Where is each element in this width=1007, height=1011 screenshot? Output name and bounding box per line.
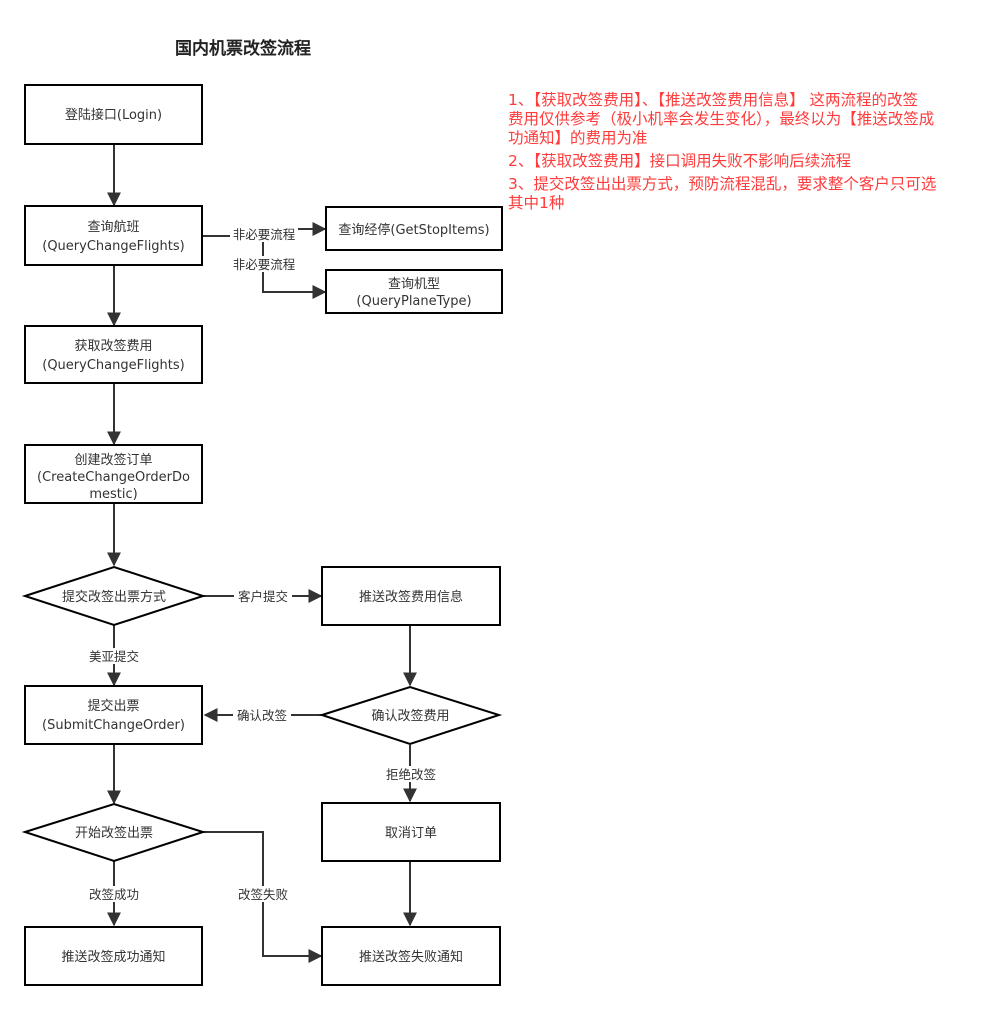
node-create-order: 创建改签订单 (CreateChangeOrderDo mestic) <box>24 444 203 504</box>
edge-label-change-fail: 改签失败 <box>238 887 289 902</box>
node-query-flights-api: (QueryChangeFlights) <box>42 239 185 254</box>
note-line: 2、【获取改签费用】接口调用失败不影响后续流程 <box>508 152 851 170</box>
note-line: 功通知】的费用为准 <box>508 129 648 147</box>
node-confirm-fee: 确认改签费用 <box>318 685 503 746</box>
node-get-change-fee: 获取改签费用 (QueryChangeFlights) <box>24 325 203 384</box>
node-push-success: 推送改签成功通知 <box>24 926 203 986</box>
node-submit-ticket-api: (SubmitChangeOrder) <box>42 718 185 733</box>
node-push-fail-label: 推送改签失败通知 <box>359 949 463 965</box>
node-submit-method: 提交改签出票方式 <box>21 565 207 627</box>
node-get-stop-items-label: 查询经停(GetStopItems) <box>338 222 489 238</box>
page-title: 国内机票改签流程 <box>175 38 311 59</box>
node-get-change-fee-label: 获取改签费用 <box>74 338 152 354</box>
node-start-ticketing: 开始改签出票 <box>21 802 207 863</box>
notes-block: 1、【获取改签费用】、【推送改签费用信息】 这两流程的改签 费用仅供参考（极小机… <box>508 91 936 212</box>
edge-labels: 非必要流程 非必要流程 客户提交 美亚提交 确认改签 拒绝改签 改签成功 改签失… <box>85 226 440 902</box>
node-submit-method-label: 提交改签出票方式 <box>62 589 166 605</box>
node-query-flights: 查询航班 (QueryChangeFlights) <box>24 205 203 266</box>
node-cancel-order: 取消订单 <box>321 802 501 862</box>
edge-label-customer-submit: 客户提交 <box>238 589 288 604</box>
note-line: 3、提交改签出出票方式，预防流程混乱，要求整个客户只可选 <box>508 175 936 193</box>
node-query-plane-type: 查询机型 (QueryPlaneType) <box>325 269 503 314</box>
node-create-order-label: 创建改签订单 <box>74 452 152 468</box>
edge-label-change-success: 改签成功 <box>89 887 139 902</box>
node-create-order-api: (CreateChangeOrderDo <box>37 470 190 485</box>
edge-label-optional-planetype: 非必要流程 <box>233 257 296 272</box>
edge-label-reject-change: 拒绝改签 <box>386 767 437 782</box>
node-login-label: 登陆接口(Login) <box>65 107 162 123</box>
node-start-ticketing-label: 开始改签出票 <box>75 825 153 841</box>
node-submit-ticket-label: 提交出票 <box>87 698 139 714</box>
node-confirm-fee-label: 确认改签费用 <box>371 708 449 724</box>
node-push-fee-info: 推送改签费用信息 <box>321 566 501 626</box>
node-login: 登陆接口(Login) <box>24 84 203 145</box>
node-query-plane-type-label: 查询机型 <box>388 277 440 292</box>
note-line: 费用仅供参考（极小机率会发生变化），最终以为【推送改签成 <box>508 110 934 128</box>
node-get-stop-items: 查询经停(GetStopItems) <box>325 206 503 251</box>
node-get-change-fee-api: (QueryChangeFlights) <box>42 358 185 373</box>
node-query-plane-type-api: (QueryPlaneType) <box>356 294 471 309</box>
node-push-success-label: 推送改签成功通知 <box>61 949 165 965</box>
node-push-fail: 推送改签失败通知 <box>321 926 501 986</box>
node-create-order-api-cont: mestic) <box>89 487 137 502</box>
note-line: 1、【获取改签费用】、【推送改签费用信息】 这两流程的改签 <box>508 91 918 109</box>
edge-label-confirm-change: 确认改签 <box>237 708 288 723</box>
node-query-flights-label: 查询航班 <box>87 219 139 235</box>
node-submit-ticket: 提交出票 (SubmitChangeOrder) <box>24 685 203 745</box>
edge-label-meiya-submit: 美亚提交 <box>89 649 139 664</box>
node-cancel-order-label: 取消订单 <box>385 826 437 841</box>
edge-query-to-planetype <box>262 236 327 299</box>
node-push-fee-info-label: 推送改签费用信息 <box>359 589 463 605</box>
edge-label-optional-stopitems: 非必要流程 <box>233 227 296 242</box>
note-line: 其中1种 <box>508 194 564 212</box>
